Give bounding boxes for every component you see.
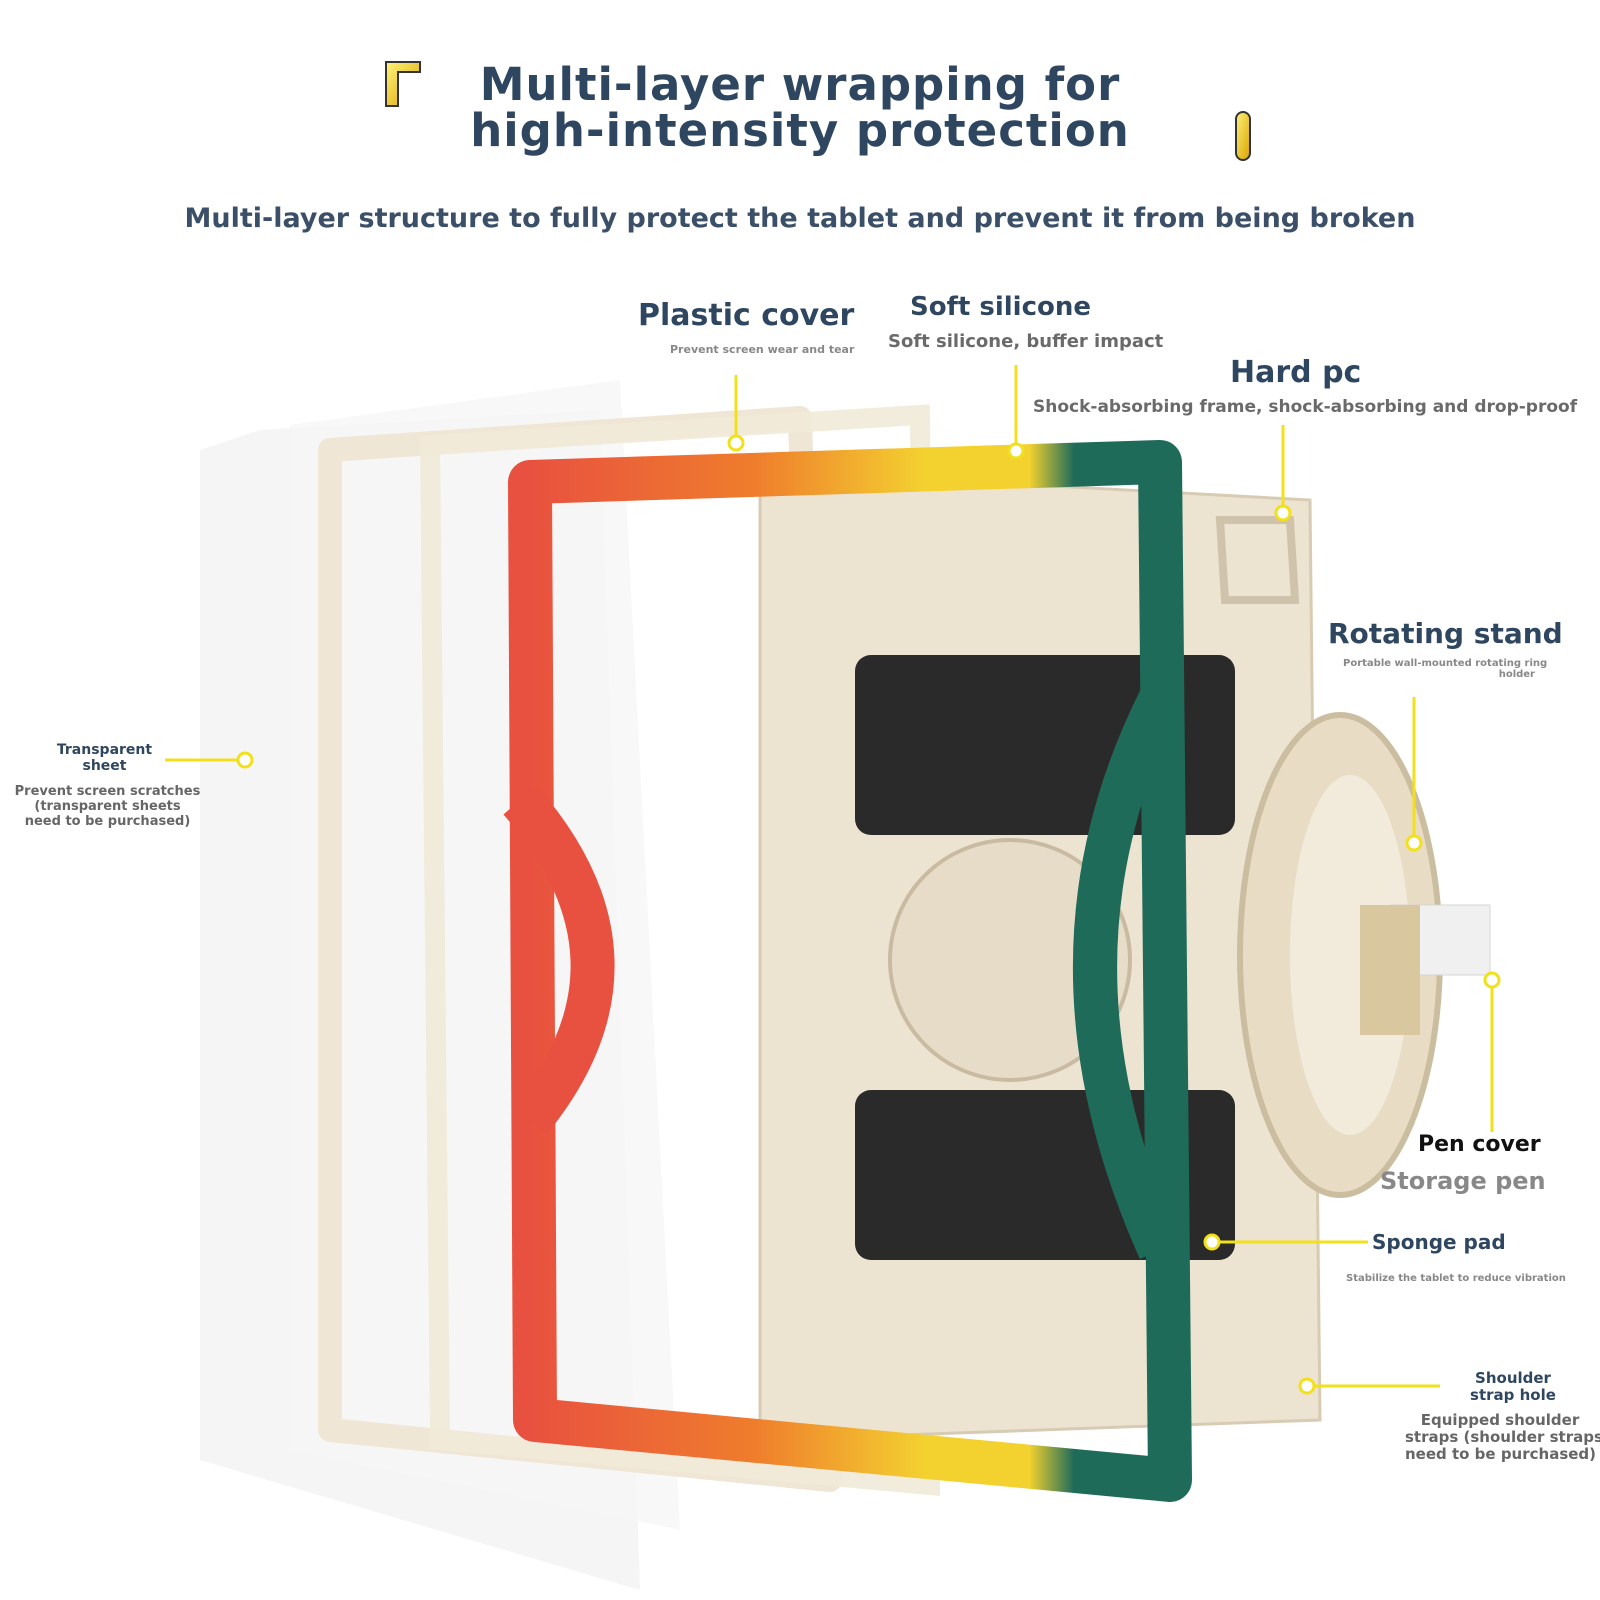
dot-soft-silicone: [1007, 442, 1025, 460]
transparent-sheet-title: Transparent sheet: [56, 742, 153, 774]
rotating-stand-desc: Portable wall-mounted rotating ring hold…: [1343, 658, 1548, 680]
hard-pc-desc: Shock-absorbing frame, shock-absorbing a…: [1033, 397, 1578, 417]
rotating-stand-ring: [1237, 712, 1491, 1198]
sponge-pad-title: Sponge pad: [1372, 1230, 1506, 1254]
pen-cover-desc: Storage pen: [1380, 1167, 1546, 1195]
rotating-stand-title: Rotating stand: [1328, 617, 1563, 650]
dot-rotating-stand: [1405, 834, 1423, 852]
plastic-cover-frame: [318, 404, 941, 1496]
page-title: Multi-layer wrapping for high-intensity …: [0, 62, 1600, 154]
soft-silicone-desc: Soft silicone, buffer impact: [888, 331, 1164, 352]
pen-cover-title: Pen cover: [1418, 1132, 1541, 1157]
title-line-2: high-intensity protection: [470, 104, 1130, 157]
gold-capsule-ornament-right: [1235, 111, 1251, 161]
shoulder-strap-title: Shoulder strap hole: [1470, 1369, 1556, 1404]
transparent-sheet-desc: Prevent screen scratches (transparent sh…: [14, 784, 201, 829]
hard-pc-shell: [758, 468, 1322, 1442]
soft-silicone-title: Soft silicone: [910, 292, 1092, 322]
dot-pen-cover: [1483, 971, 1501, 989]
hard-pc-title: Hard pc: [1230, 355, 1362, 390]
sponge-pad-desc: Stabilize the tablet to reduce vibration: [1346, 1273, 1566, 1284]
plastic-cover-desc: Prevent screen wear and tear: [670, 343, 855, 356]
gold-corner-ornament-left: [385, 61, 421, 107]
plastic-cover-title: Plastic cover: [638, 298, 855, 333]
dot-hard-pc: [1274, 504, 1292, 522]
dot-sponge-pad: [1203, 1233, 1221, 1251]
page-subtitle: Multi-layer structure to fully protect t…: [184, 203, 1416, 234]
dot-plastic-cover: [727, 434, 745, 452]
dot-shoulder-strap: [1298, 1377, 1316, 1395]
dot-transparent-sheet: [236, 751, 254, 769]
silicone-frame: [503, 440, 1192, 1502]
title-line-1: Multi-layer wrapping for: [479, 58, 1121, 111]
shoulder-strap-desc: Equipped shoulder straps (shoulder strap…: [1405, 1411, 1600, 1463]
